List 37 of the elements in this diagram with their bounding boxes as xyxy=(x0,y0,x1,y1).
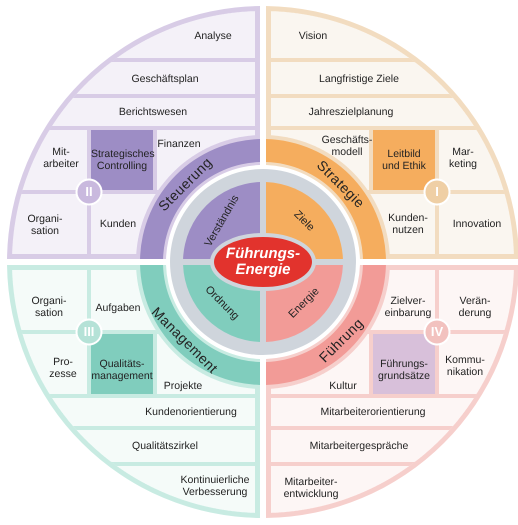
cell-label: Kommu- nikation xyxy=(445,354,485,378)
cell-label: Mitarbeitergespräche xyxy=(310,440,408,452)
cell-label: Berichtswesen xyxy=(118,106,188,118)
cell-label: Projekte xyxy=(164,380,202,392)
cell-label: Strategisches Controlling xyxy=(91,148,153,172)
cell-label: Kontinuierliche Verbesserung xyxy=(180,474,250,498)
cell-label: Kundenorientierung xyxy=(145,406,237,418)
numeral-label: II xyxy=(85,186,93,198)
cell-label: Vision xyxy=(298,30,328,42)
cell-label: Verän- derung xyxy=(458,295,492,319)
numeral-label: I xyxy=(435,186,439,198)
cell-label: Mitarbeiterorientierung xyxy=(320,406,426,418)
cell-label: Innovation xyxy=(452,218,502,230)
cell-label: Zielver- einbarung xyxy=(384,295,432,319)
numeral-label: III xyxy=(84,326,94,338)
cell-label: Jahreszielplanung xyxy=(308,106,394,118)
cell-label: Geschäfts- modell xyxy=(322,134,372,158)
cell-label: Qualitäts- management xyxy=(91,358,153,382)
cell-label: Organi- sation xyxy=(32,295,66,319)
cell-label: Kunden xyxy=(100,218,136,230)
cell-label: Langfristige Ziele xyxy=(319,73,399,85)
cell-label: Mar- keting xyxy=(449,146,477,170)
numeral-label: IV xyxy=(430,326,444,338)
cell-label: Kunden- nutzen xyxy=(388,212,428,236)
center-label: Führungs- Energie xyxy=(226,246,300,278)
cell-label: Geschäftsplan xyxy=(131,73,199,85)
cell-label: Führungs- grundsätze xyxy=(378,358,430,382)
cell-label: Analyse xyxy=(194,30,232,42)
cell-label: Aufgaben xyxy=(96,302,140,314)
cell-label: Mit- arbeiter xyxy=(43,146,79,170)
cell-label: Kultur xyxy=(329,380,357,392)
cell-label: Pro- zesse xyxy=(49,356,77,380)
cell-label: Leitbild und Ethik xyxy=(381,148,427,172)
cell-label: Qualitätszirkel xyxy=(132,440,198,452)
cell-label: Finanzen xyxy=(157,138,201,150)
cell-label: Organi- sation xyxy=(28,213,62,237)
cell-label: Mitarbeiter- entwicklung xyxy=(284,476,338,500)
